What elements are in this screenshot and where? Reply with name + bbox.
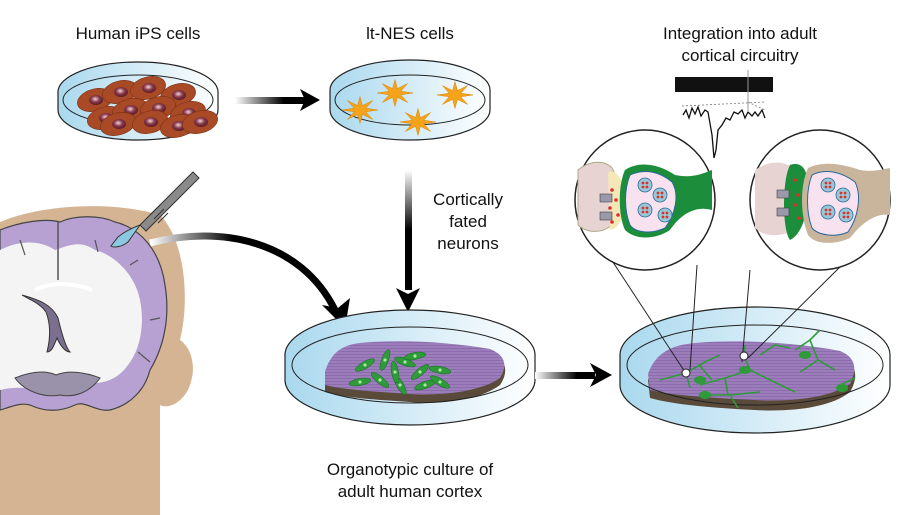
label-lt-nes-cells: lt-NES cells	[366, 24, 454, 43]
arrow-ips-to-nes	[235, 89, 320, 111]
arrow-nes-to-culture	[396, 170, 420, 312]
synapse-inset-right	[749, 129, 891, 271]
label-integration-line2: cortical circuitry	[681, 46, 799, 65]
free-vesicle	[616, 213, 620, 217]
transplanted-neuron	[403, 351, 427, 361]
transplanted-neuron	[430, 375, 450, 389]
corpus-callosum	[34, 282, 93, 292]
transplanted-neuron	[411, 364, 429, 380]
ips-cell	[100, 112, 136, 136]
free-vesicle	[610, 220, 614, 224]
neuron-soma	[836, 384, 848, 392]
vesicle-cluster	[820, 177, 836, 193]
dish-organotypic	[284, 309, 536, 426]
nes-rosette	[341, 95, 379, 125]
transplanted-neurons	[348, 349, 452, 395]
synapse-inset-left	[574, 129, 716, 271]
vesicle-cluster	[652, 187, 668, 203]
vesicle-cluster	[637, 202, 653, 218]
ips-cell	[132, 110, 168, 134]
transplanted-neuron	[414, 379, 436, 391]
synaptic-vesicles	[608, 177, 854, 224]
neuron-soma	[699, 391, 711, 399]
neuron-soma	[799, 351, 811, 359]
free-vesicle	[796, 193, 800, 197]
label-cortically-line3: neurons	[437, 234, 499, 253]
ips-cell	[102, 80, 138, 104]
vesicle-cluster	[838, 207, 854, 223]
nes-rosette	[376, 78, 414, 108]
label-cortically-line2: fated	[449, 212, 487, 231]
transplanted-neuron	[355, 358, 375, 372]
ips-cell	[182, 110, 218, 134]
magnification-lines	[604, 249, 843, 378]
free-vesicle	[614, 198, 618, 202]
nes-rosette	[399, 107, 437, 137]
label-human-ips-cells: Human iPS cells	[75, 24, 201, 43]
nes-rosette	[436, 80, 474, 110]
vesicle-cluster	[835, 187, 851, 203]
ips-cell	[130, 76, 166, 100]
scalpel-icon	[110, 171, 200, 248]
transplanted-neuron	[390, 360, 400, 384]
nes-cell-rosettes	[341, 78, 474, 137]
free-vesicle	[610, 188, 614, 192]
transplanted-neuron	[348, 377, 372, 387]
arrow-culture-to-integration	[535, 363, 612, 387]
label-integration-line1: Integration into adult	[662, 24, 818, 43]
free-vesicle	[797, 216, 801, 220]
vesicle-cluster	[637, 177, 653, 193]
vesicle-cluster	[820, 204, 836, 220]
transplanted-neuron	[371, 372, 389, 388]
white-matter	[0, 242, 142, 390]
label-organotypic-line2: adult human cortex	[337, 482, 483, 501]
label-organotypic-line1: Organotypic culture of	[326, 460, 494, 479]
transplanted-neuron	[379, 349, 391, 371]
neuron-dendrite	[794, 329, 836, 373]
transplanted-neuron	[428, 365, 452, 375]
label-cortically-line1: Cortically	[433, 190, 503, 209]
sulci-lines	[19, 239, 161, 363]
free-vesicle	[608, 206, 612, 210]
thalamus	[14, 371, 101, 397]
free-vesicle	[793, 178, 797, 182]
head-brain-section	[0, 206, 193, 515]
vesicle-cluster	[657, 207, 673, 223]
neuron-soma	[739, 366, 751, 374]
lateral-ventricle	[21, 294, 72, 353]
neuron-dendrite	[759, 344, 856, 386]
dish-integration	[619, 306, 891, 434]
ips-cell-cluster	[77, 76, 218, 138]
free-vesicle	[793, 203, 797, 207]
electrophysiology-trace	[675, 70, 773, 159]
neuron-soma	[694, 376, 706, 384]
